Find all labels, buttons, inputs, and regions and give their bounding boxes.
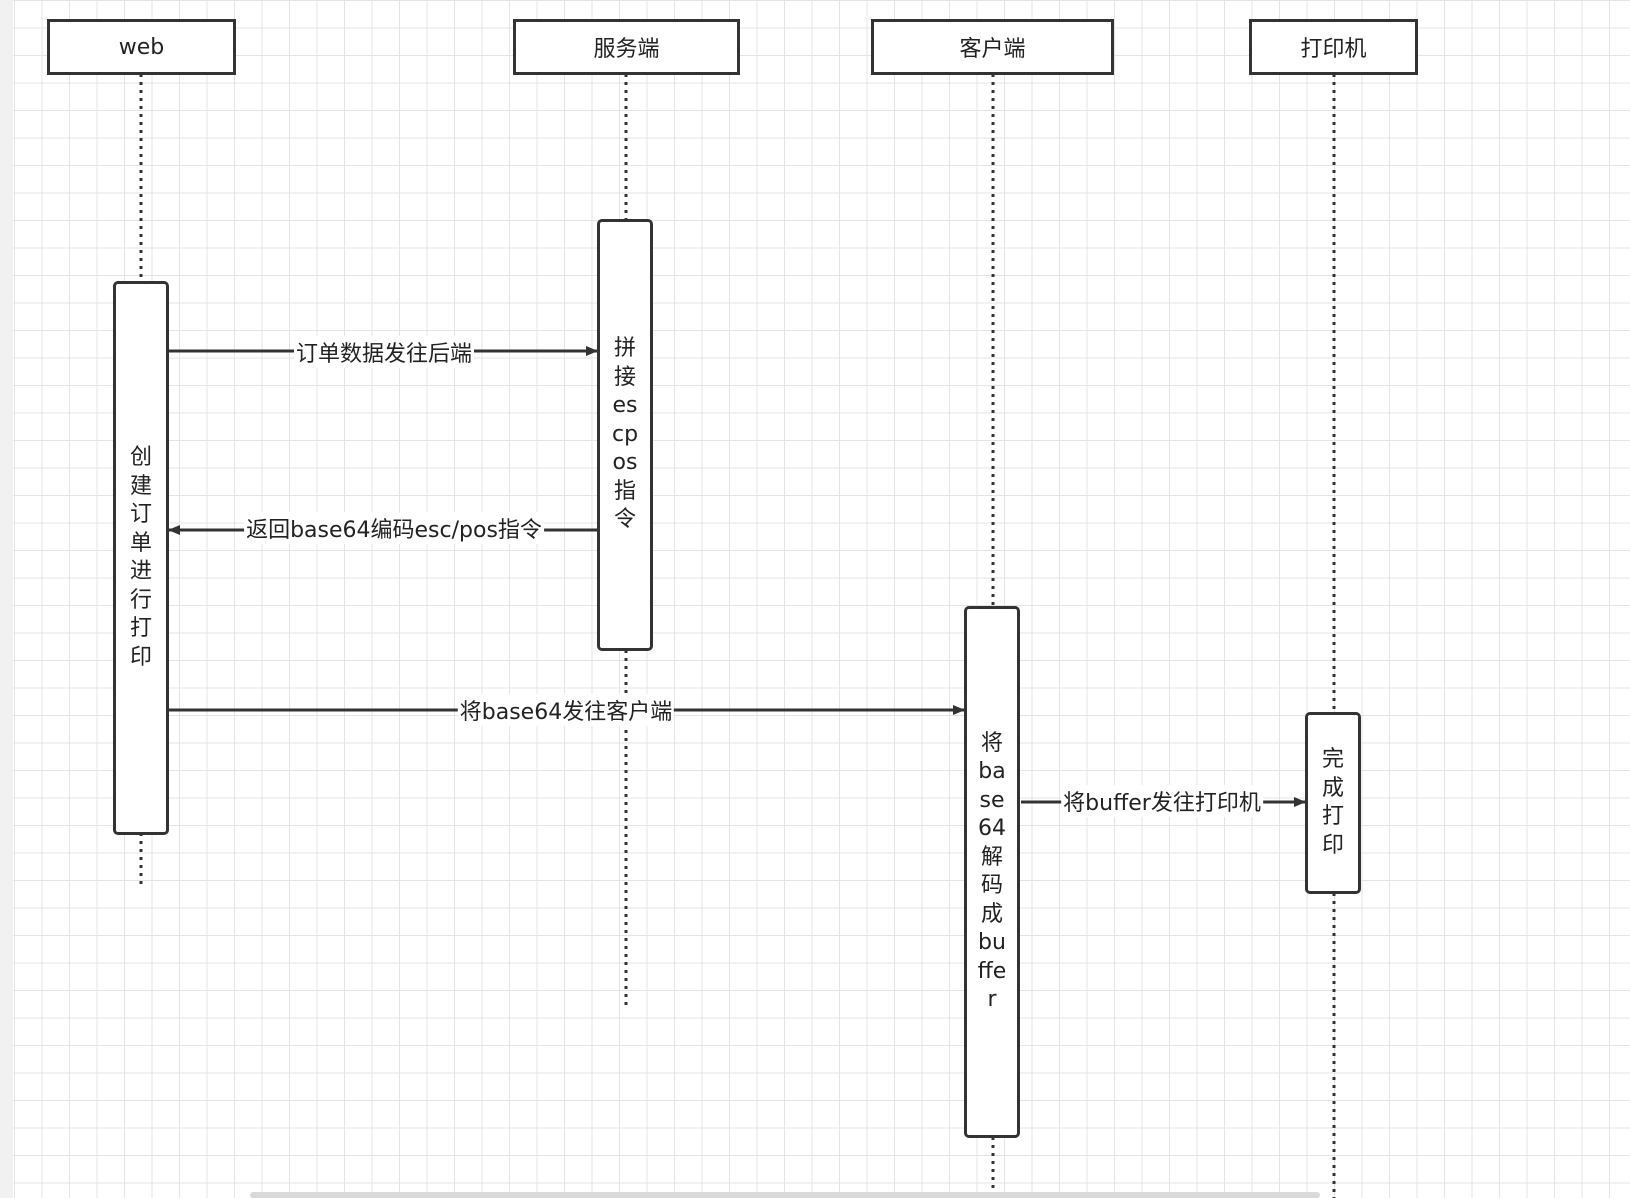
activation-text: 将base64解码成buffer [977, 730, 1007, 1013]
message-label: 订单数据发往后端 [293, 336, 475, 368]
left-panel-strip [0, 0, 13, 1198]
message-label: 返回base64编码esc/pos指令 [244, 512, 544, 544]
activation-text: 拼接escpos指令 [611, 336, 639, 533]
participant-web: web [47, 19, 236, 75]
participant-server: 服务端 [513, 19, 740, 75]
participant-label: 打印机 [1300, 37, 1367, 62]
message-label: 将base64发往客户端 [457, 694, 675, 726]
horizontal-scrollbar[interactable] [250, 1192, 1320, 1198]
participant-label: web [118, 34, 165, 60]
activation-text: 创建订单进行打印 [129, 445, 152, 670]
participant-printer: 打印机 [1249, 19, 1418, 75]
activation-printer: 完成打印 [1305, 712, 1361, 894]
message-label: 将buffer发往打印机 [1061, 785, 1263, 817]
activation-server: 拼接escpos指令 [597, 219, 653, 651]
activation-text: 完成打印 [1321, 747, 1344, 858]
activation-client: 将base64解码成buffer [964, 606, 1020, 1138]
participant-label: 服务端 [593, 37, 660, 62]
participant-client: 客户端 [871, 19, 1114, 75]
activation-web: 创建订单进行打印 [113, 281, 169, 835]
participant-label: 客户端 [959, 37, 1026, 62]
